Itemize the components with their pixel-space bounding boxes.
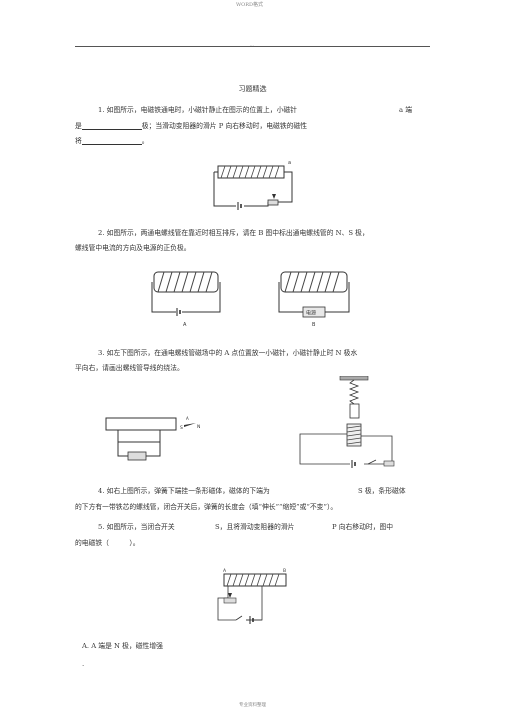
q1-line3: 将。	[75, 135, 149, 145]
q3-line1: 3. 如左下图所示，在通电螺线管磁场中的 A 点位置放一小磁针，小磁针静止时 N…	[98, 349, 358, 357]
q2-line1: 2. 如图所示，两通电螺线管在靠近时相互排斥，请在 B 图中标出通电螺线管的 N…	[98, 229, 369, 237]
q4-line2: 的下方有一带铁芯的螺线管，闭合开关后，弹簧的长度会（填“伸长”“缩短”或“不变”…	[75, 503, 338, 511]
header-top-mark: WORD格式	[236, 2, 264, 8]
q2b-power-supply	[302, 306, 326, 318]
q1-coil	[220, 165, 280, 179]
q2b-power-label: 电源	[306, 310, 316, 317]
q4-coil	[346, 425, 362, 445]
q5-switch	[235, 615, 243, 621]
q3-figure: S N A	[105, 416, 200, 461]
q1-line1: 1. 如图所示，电磁铁通电时，小磁针静止在图示的位置上，小磁针	[98, 104, 297, 114]
q5-rheostat	[223, 597, 237, 604]
q5-label-b: B	[283, 568, 286, 574]
q2-figure-a: A	[151, 271, 221, 328]
q5-figure: A B	[217, 568, 287, 624]
q2b-coil	[284, 271, 340, 293]
q2a-solenoid	[153, 271, 219, 293]
q5-slider-p	[228, 593, 232, 598]
q2-line2: 螺线管中电流的方向及电源的正负极。	[75, 244, 191, 252]
q1-slider-p	[272, 194, 276, 199]
q1-line3-post: 。	[141, 137, 149, 145]
header-rule-mark: ...	[250, 42, 254, 47]
q3-needle-n: N	[197, 424, 200, 430]
q1-line2-post: 极；当滑动变阻器的滑片 P 向右移动时，电磁铁的磁性	[141, 122, 308, 130]
q1-line3-pre: 将	[75, 137, 82, 145]
q2b-label: B	[312, 322, 316, 328]
q4-line1-a: 4. 如右上图所示，弹簧下端挂一条形磁体，磁体的下端为	[98, 487, 270, 495]
q4-line1-b: S 极，条形磁体	[358, 487, 406, 495]
q1-needle-label: a	[288, 160, 291, 166]
q1-line1-text: 1. 如图所示，电磁铁通电时，小磁针静止在图示的位置上，小磁针	[98, 106, 297, 114]
q3-point-a: A	[186, 416, 189, 421]
q4-ceiling	[339, 376, 369, 381]
q1-line2: 是 极；当滑动变阻器的滑片 P 向右移动时，电磁铁的磁性	[75, 120, 307, 130]
q4-bar-magnet	[349, 403, 360, 419]
q5-label-a: A	[223, 568, 227, 574]
header-rule	[75, 46, 430, 47]
q1-line1-end: a 端	[399, 106, 413, 114]
q5-line1-c: P 向右移动时，图中	[332, 523, 394, 531]
bottom-dot: .	[82, 660, 85, 668]
q4-spring	[348, 379, 360, 405]
q5-line2: 的电磁铁（ ）。	[75, 539, 140, 547]
q1-figure: a	[213, 160, 293, 210]
q1-blank-1[interactable]	[81, 123, 142, 130]
q3-power-supply	[127, 451, 147, 461]
q2-figure-b: 电源 B	[278, 271, 350, 328]
q1-rheostat	[267, 199, 279, 206]
q3-line2: 平向右，请画出螺线管导线的绕法。	[75, 364, 184, 372]
q5-option-a: A. A 端是 N 极，磁性增强	[82, 642, 163, 650]
q4-line1: 4. 如右上图所示，弹簧下端挂一条形磁体，磁体的下端为	[98, 485, 270, 495]
page-title: 习题精选	[238, 85, 267, 93]
q1-line2-pre: 是	[75, 122, 82, 130]
q4-figure	[299, 376, 395, 468]
q1-blank-2[interactable]	[81, 138, 142, 145]
q4-rheostat	[383, 460, 395, 467]
q2b-solenoid	[280, 271, 348, 293]
q2a-coil	[157, 271, 213, 293]
q5-line1-a: 5. 如图所示，当闭合开关	[98, 523, 175, 531]
q1-circuit-wire	[213, 171, 293, 207]
page-footer: 专业资料整理	[239, 703, 266, 708]
q5-line1-b: S，且将滑动变阻器的滑片	[215, 523, 295, 531]
q3-needle-s: S	[180, 425, 183, 431]
q3-solenoid-core	[105, 417, 177, 431]
q5-coil	[226, 573, 280, 587]
q4-switch	[367, 459, 377, 465]
q2a-label: A	[183, 322, 187, 328]
q3-needle	[184, 423, 196, 427]
